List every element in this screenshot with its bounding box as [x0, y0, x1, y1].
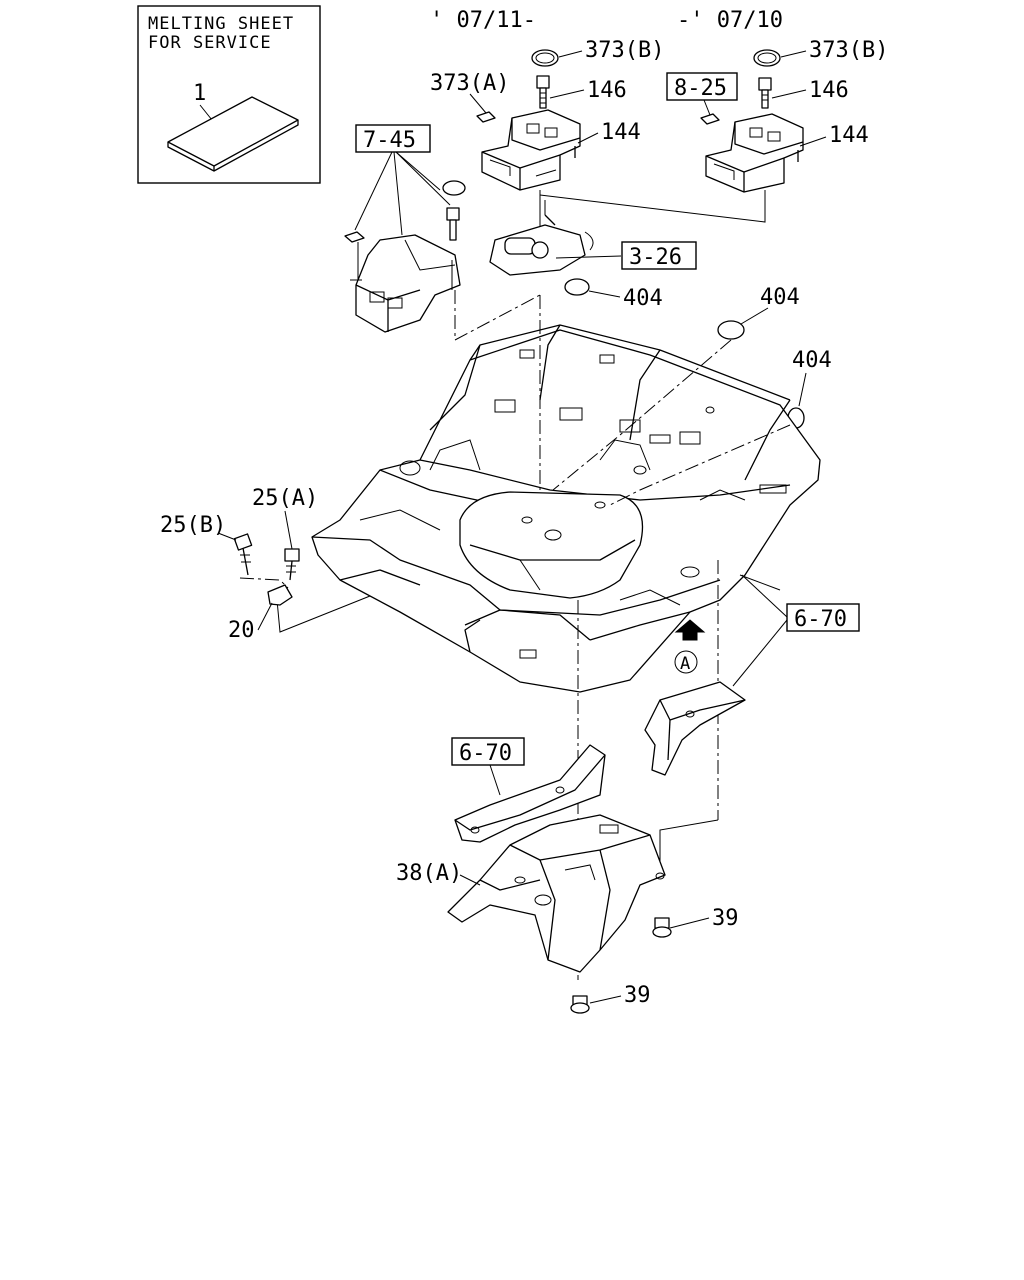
console-assembly-right — [700, 49, 804, 193]
callout-404-b: 404 — [760, 285, 800, 310]
console-144-left — [481, 109, 581, 191]
melting-sheet-shape — [167, 96, 299, 172]
console-7-45 — [344, 180, 466, 333]
ref-6-70-left-label: 6-70 — [459, 741, 512, 766]
ref-3-26-label: 3-26 — [629, 245, 682, 270]
callout-146-left: 146 — [587, 78, 627, 103]
melting-sheet-inset: MELTING SHEET FOR SERVICE 1 — [137, 5, 321, 184]
ref-box-8-25 — [666, 72, 738, 101]
bolt-25b — [233, 533, 253, 576]
callout-20: 20 — [228, 618, 255, 643]
ref-8-25-label: 8-25 — [674, 76, 727, 101]
date-range-right: -' 07/10 — [677, 8, 783, 33]
inset-title-line1: MELTING SHEET — [148, 14, 294, 34]
callout-373b-right: 373(B) — [809, 38, 888, 63]
callout-38a: 38(A) — [396, 861, 462, 886]
inset-title-line2: FOR SERVICE — [148, 33, 272, 53]
inset-part-number: 1 — [193, 81, 206, 106]
callout-25a: 25(A) — [252, 486, 318, 511]
callout-373a: 373(A) — [430, 71, 509, 96]
callout-39-right: 39 — [712, 906, 739, 931]
ref-7-45-label: 7-45 — [363, 128, 416, 153]
date-range-left: ' 07/11- — [430, 8, 536, 33]
skid-plate-38a — [447, 814, 666, 973]
reinforcement-6-70-right — [644, 681, 746, 776]
plug-404-b — [717, 320, 745, 340]
callout-39-bottom: 39 — [624, 983, 651, 1008]
ref-box-7-45 — [355, 124, 431, 153]
ref-box-3-26 — [621, 241, 697, 270]
callout-373b-left: 373(B) — [585, 38, 664, 63]
callout-146-right: 146 — [809, 78, 849, 103]
callout-25b: 25(B) — [160, 513, 226, 538]
plug-404-a — [564, 278, 590, 296]
bolt-25a — [284, 548, 300, 581]
bolt-39-right — [652, 917, 672, 938]
console-144-right — [705, 113, 804, 193]
bolt-39-bottom — [570, 995, 590, 1014]
view-a-label: A — [680, 654, 690, 674]
callout-144-left: 144 — [601, 120, 641, 145]
view-a-arrow: A — [674, 619, 706, 674]
bracket-20 — [267, 584, 293, 606]
ref-6-70-right-label: 6-70 — [794, 607, 847, 632]
reinforcement-6-70-left — [454, 744, 606, 843]
console-assembly-left — [476, 49, 581, 191]
callout-404-c: 404 — [792, 348, 832, 373]
actuator-3-26 — [489, 200, 594, 276]
ref-box-6-70-right — [786, 603, 860, 632]
callout-404-a: 404 — [623, 286, 663, 311]
floor-pan — [311, 324, 821, 693]
callout-144-right: 144 — [829, 123, 869, 148]
ref-box-6-70-left — [451, 737, 525, 766]
